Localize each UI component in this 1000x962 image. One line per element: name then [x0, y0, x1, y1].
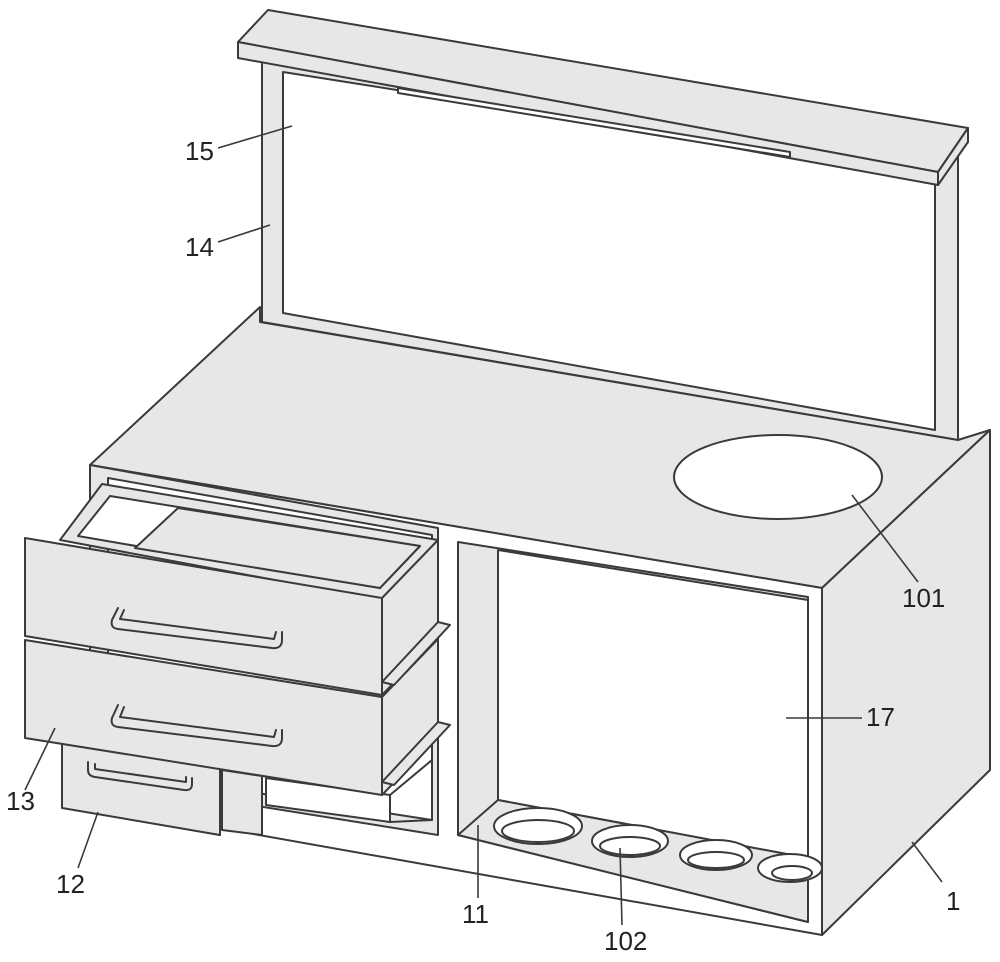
cup-hole-4-inner: [771, 865, 813, 881]
drawer-rail-2: [381, 721, 451, 786]
drawer-1-handle-inner: [119, 609, 277, 640]
label-14: 14: [185, 232, 214, 262]
cup-hole-2: [591, 824, 669, 858]
label-1: 1: [946, 886, 960, 916]
label-17: 17: [866, 702, 895, 732]
label-11: 11: [462, 899, 489, 929]
sink-hole: [673, 434, 883, 520]
cup-hole-3-inner: [687, 851, 745, 869]
drawer-2-handle-inner: [119, 706, 277, 738]
cup-hole-2-inner: [599, 836, 661, 856]
leader-1: [911, 841, 943, 883]
label-102: 102: [604, 926, 647, 956]
leader-101: [851, 494, 919, 583]
label-12: 12: [56, 869, 85, 899]
leader-13: [24, 727, 56, 791]
drawer-1-handle: [110, 607, 283, 650]
open-drawer-back: [134, 507, 421, 589]
lower-slot-edge: [389, 759, 433, 823]
cup-hole-1-inner: [501, 819, 575, 843]
small-drawer-handle-inner: [94, 763, 187, 783]
cup-hole-4: [757, 853, 823, 883]
cup-hole-3: [679, 839, 753, 871]
upper-drawers: [24, 483, 451, 796]
drawer-2-handle: [110, 704, 283, 748]
drawer-rail-1: [381, 621, 451, 686]
leader-15: [217, 125, 293, 149]
cup-hole-1: [493, 807, 583, 845]
small-drawer-handle: [87, 761, 193, 792]
leader-12: [77, 811, 99, 869]
light-strip: [397, 87, 791, 158]
label-13: 13: [6, 786, 35, 816]
top-cap-side: [937, 127, 969, 186]
label-15: 15: [185, 136, 214, 166]
leader-14: [217, 224, 271, 243]
mirror-assembly: [237, 9, 969, 441]
lower-slot: [221, 769, 263, 836]
leader-lines: [24, 125, 943, 926]
leader-102: [619, 847, 623, 926]
reference-labels: 15 14 101 17 13 12 11 102 1: [6, 136, 960, 956]
label-101: 101: [902, 583, 945, 613]
